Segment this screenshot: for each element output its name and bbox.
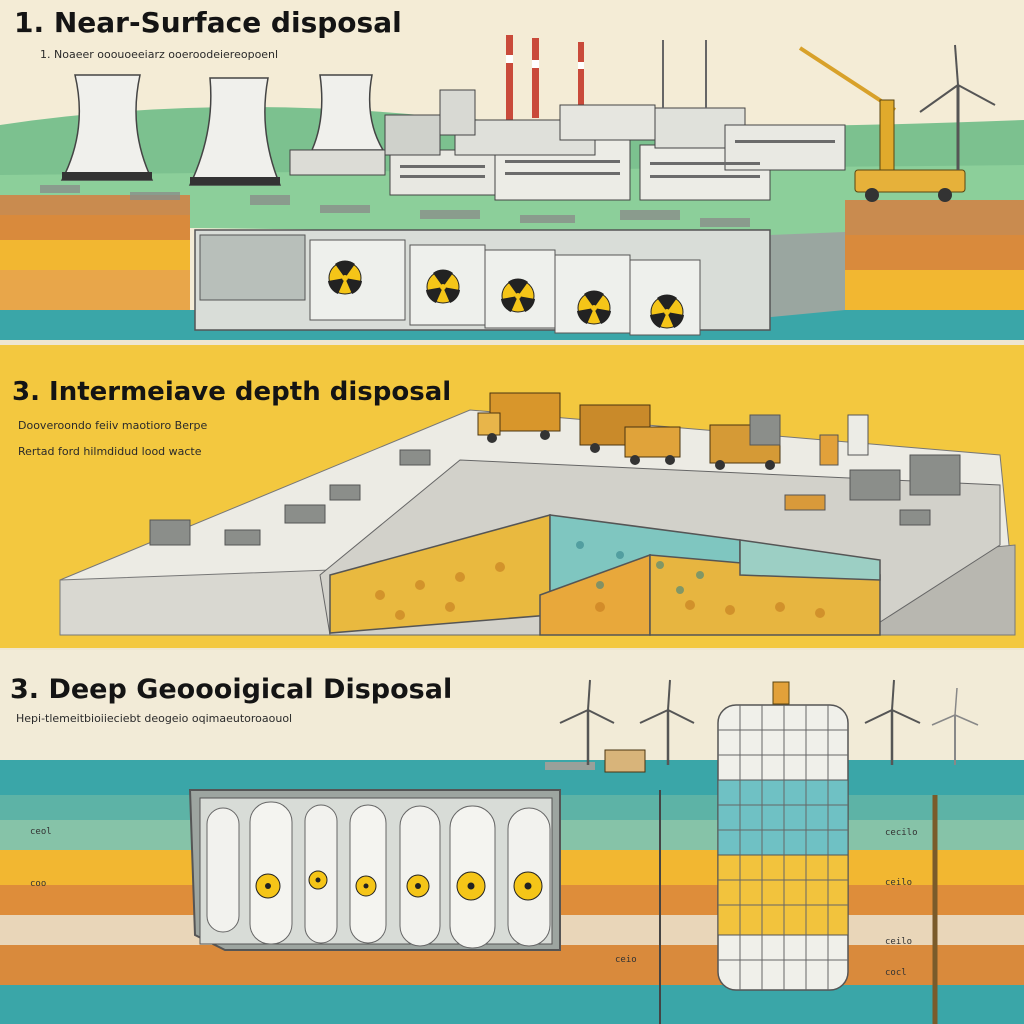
radiation-trefoil-icon: [650, 294, 684, 329]
panel-subtitle: Rertad ford hilmdidud lood wacte: [18, 445, 202, 458]
crane-icon: [798, 46, 966, 202]
radiation-trefoil-icon: [328, 260, 362, 295]
site-equipment: [149, 414, 961, 546]
radiation-trefoil-icon: [255, 873, 281, 899]
panel-title: 1. Near-Surface disposal: [14, 6, 402, 39]
truck-icon: [545, 749, 646, 773]
panel-subtitle: Hepi-tlemeitbioiieciebt deogeio oqimaeut…: [16, 712, 293, 725]
wind-turbine-icon: [931, 687, 979, 765]
container-tower: [717, 681, 849, 991]
soil-layer: [0, 240, 190, 270]
truck-icon: [477, 392, 561, 443]
plant-buildings: [289, 89, 846, 201]
layer-label: ceilo: [885, 937, 912, 947]
near-surface-panel: 1. Near-Surface disposal 1. Noaeer ooouo…: [0, 0, 1024, 345]
radiation-trefoil-icon: [355, 875, 377, 897]
cooling-tower-icon: [60, 74, 154, 181]
distant-rig: [662, 40, 707, 108]
canister-icon: [206, 801, 551, 949]
soil-layer: [845, 200, 1024, 235]
vault-interior: [199, 234, 306, 301]
truck-icon: [624, 426, 681, 465]
deep-geological-illustration: ceol cecilo ceilo ceilo coo cocl ceio: [0, 679, 1024, 1024]
radiation-trefoil-icon: [426, 269, 460, 304]
wind-turbine-icon: [639, 679, 695, 765]
soil-layer: [845, 270, 1024, 310]
radiation-trefoil-icon: [406, 874, 430, 898]
yard-equipment: [40, 185, 750, 227]
radiation-trefoil-icon: [308, 870, 328, 890]
radiation-trefoil-icon: [501, 278, 535, 313]
wind-turbine-icon: [919, 44, 996, 170]
waste-texture: [375, 562, 825, 620]
soil-layer: [0, 215, 190, 240]
radiation-trefoil-icon: [577, 290, 611, 325]
layer-label: cecilo: [885, 828, 918, 838]
waste-texture: [576, 541, 704, 594]
panel-subtitle: Dooveroondo feiiv maotioro Berpe: [18, 419, 208, 432]
intermediate-depth-panel: 3. Intermeiave depth disposal Dooveroond…: [0, 345, 1024, 650]
soil-layer: [0, 270, 190, 310]
layer-label: ceol: [30, 827, 52, 837]
chimney-stacks: [506, 35, 584, 120]
slab-face: [59, 569, 331, 636]
building-windows: [400, 140, 835, 178]
water-layer: [0, 985, 1024, 1024]
wind-turbine-icon: [864, 679, 921, 765]
panel-subtitle: 1. Noaeer ooouoeeiarz ooeroodeiereopoenl: [40, 48, 279, 61]
cooling-tower-icon: [188, 77, 282, 186]
stratum: [0, 945, 1024, 985]
layer-label: coo: [30, 879, 46, 889]
near-surface-illustration: [0, 35, 1024, 345]
radiation-trefoil-icon: [513, 871, 543, 901]
deep-geological-panel: ceol cecilo ceilo ceilo coo cocl ceio 3.…: [0, 650, 1024, 1024]
intermediate-depth-illustration: [59, 392, 1016, 636]
soil-layer: [845, 235, 1024, 270]
panel-title: 3. Intermeiave depth disposal: [12, 377, 452, 407]
wind-turbine-icon: [559, 679, 615, 765]
layer-label: ceio: [615, 955, 637, 965]
panel-title: 3. Deep Geoooigical Disposal: [10, 674, 453, 705]
layer-label: cocl: [885, 968, 907, 978]
layer-label: ceilo: [885, 878, 912, 888]
radiation-trefoil-icon: [456, 871, 486, 901]
